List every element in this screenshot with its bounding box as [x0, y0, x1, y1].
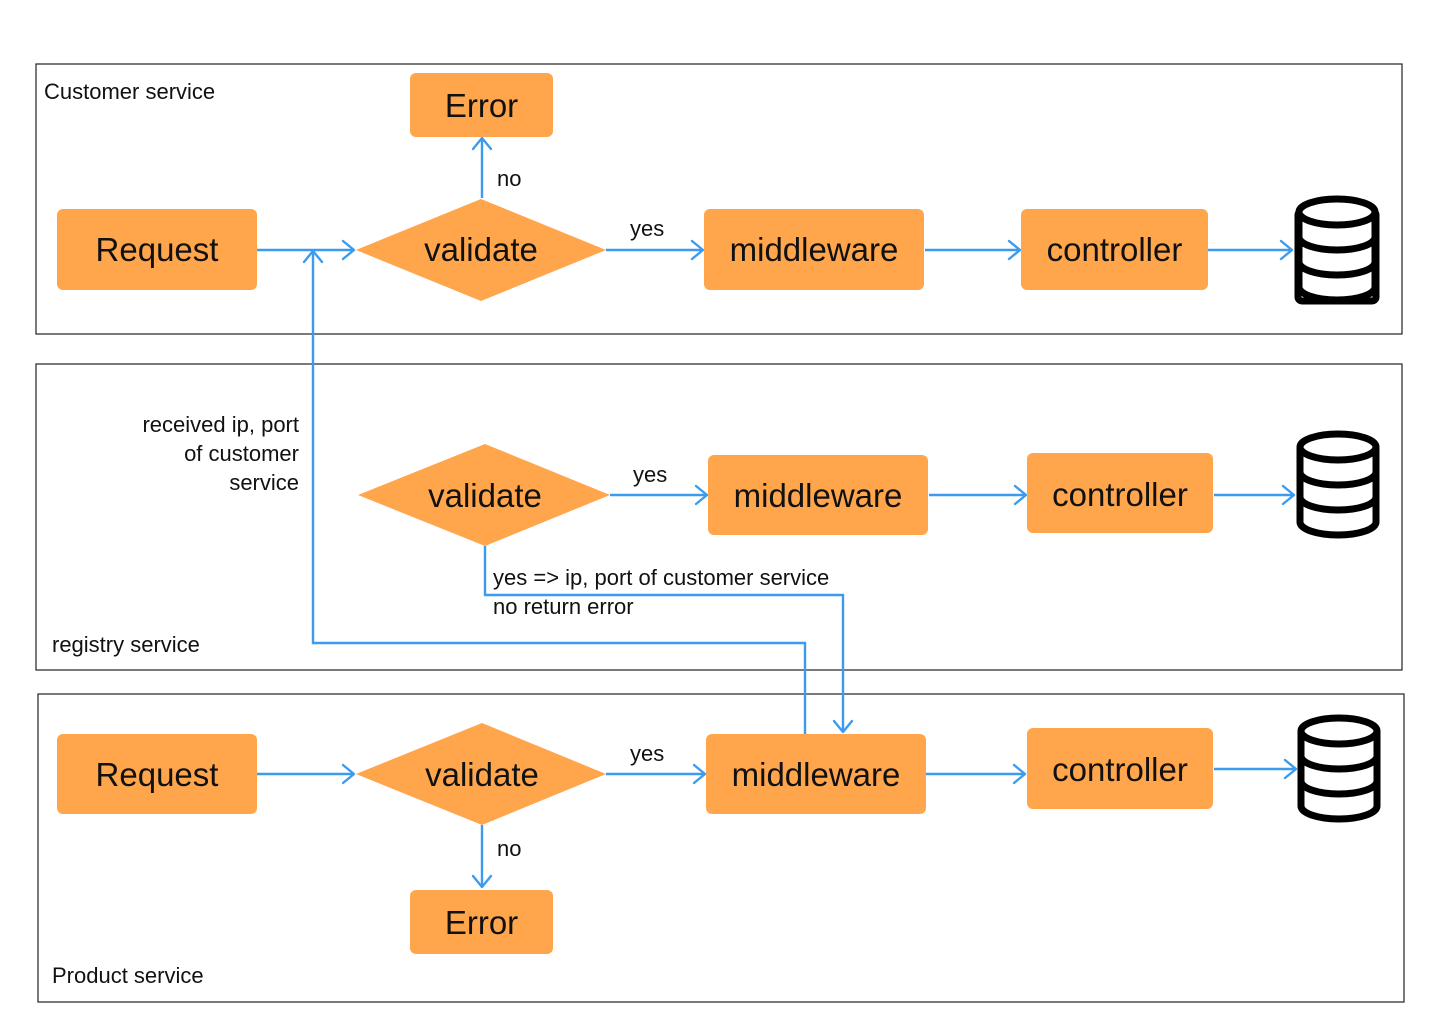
customer-request-label: Request [96, 231, 219, 268]
arrowhead-right [1007, 239, 1022, 261]
customer-error-label: Error [445, 87, 518, 124]
received-ip-label-line2: of customer [184, 441, 299, 466]
lane-label-registry: registry service [52, 632, 200, 657]
customer-validate-label: validate [424, 231, 538, 268]
product-yes-label: yes [630, 741, 664, 766]
arrowhead-right [692, 763, 707, 785]
arrowhead-right [1283, 758, 1298, 780]
arrowhead-right [690, 239, 705, 261]
product-controller-node [1027, 728, 1213, 809]
registry-middleware-label: middleware [734, 477, 903, 514]
product-database-icon [1297, 714, 1381, 823]
customer-controller-node [1021, 209, 1208, 290]
arrowhead-right [341, 239, 356, 261]
registry-yes-label: yes [633, 462, 667, 487]
customer-no-label: no [497, 166, 521, 191]
arrowhead-right [1012, 763, 1027, 785]
customer-request-node [57, 209, 257, 290]
product-middleware-node [706, 734, 926, 814]
received-ip-label-line3: service [229, 470, 299, 495]
lane-registry-service [35, 363, 1403, 671]
product-validate-decision [356, 723, 606, 825]
lane-label-product: Product service [52, 963, 204, 988]
product-controller-label: controller [1052, 751, 1188, 788]
registry-middleware-node [708, 455, 928, 535]
lane-label-customer: Customer service [44, 79, 215, 104]
registry-controller-node [1027, 453, 1213, 533]
received-ip-label-line1: received ip, port [142, 412, 299, 437]
customer-database-icon [1294, 195, 1380, 305]
arrowhead-up [302, 249, 324, 264]
customer-validate-decision [356, 199, 606, 301]
edge-registry-result-to-product-middleware [483, 546, 845, 731]
product-error-node [410, 890, 553, 954]
arrowhead-right [1281, 484, 1296, 506]
registry-validate-decision [358, 444, 610, 546]
lane-product-service [37, 693, 1405, 1003]
registry-database-icon [1296, 430, 1380, 539]
arrowhead-right [341, 763, 356, 785]
arrowhead-down [832, 719, 854, 734]
arrowhead-right [694, 484, 709, 506]
arrowhead-right [1279, 239, 1294, 261]
product-request-label: Request [96, 756, 219, 793]
registry-controller-label: controller [1052, 476, 1188, 513]
arrowhead-down [471, 874, 493, 889]
product-error-label: Error [445, 904, 518, 941]
arrowhead-right [1013, 484, 1028, 506]
customer-middleware-node [704, 209, 924, 290]
arrowhead-up [471, 136, 493, 151]
customer-middleware-label: middleware [730, 231, 899, 268]
registry-validate-label: validate [428, 477, 542, 514]
lane-customer-service [35, 63, 1403, 335]
customer-controller-label: controller [1047, 231, 1183, 268]
edge-product-middleware-to-customer [311, 252, 807, 734]
product-request-node [57, 734, 257, 814]
registry-result-label-line2: no return error [493, 594, 634, 619]
product-validate-label: validate [425, 756, 539, 793]
customer-error-node [410, 73, 553, 137]
customer-yes-label: yes [630, 216, 664, 241]
registry-result-label-line1: yes => ip, port of customer service [493, 565, 829, 590]
product-middleware-label: middleware [732, 756, 901, 793]
product-no-label: no [497, 836, 521, 861]
